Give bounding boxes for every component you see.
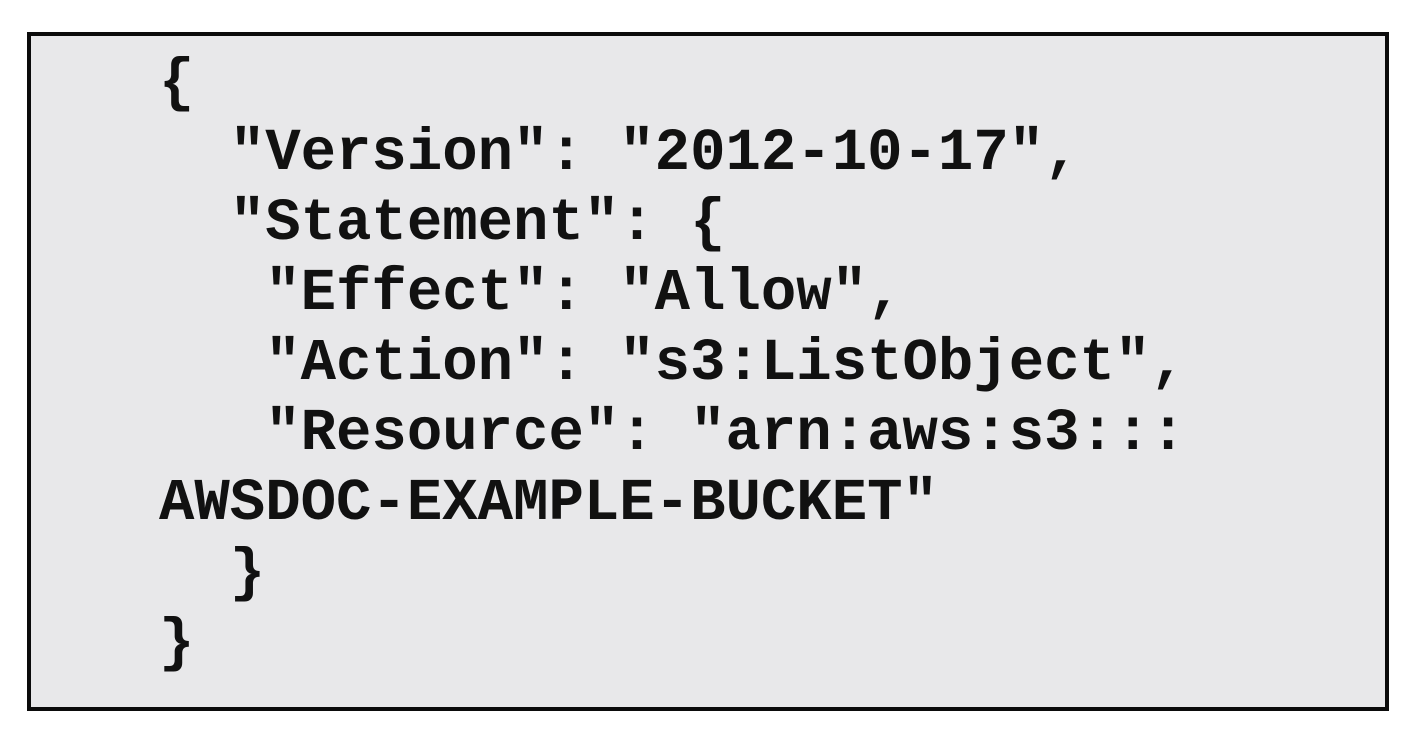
policy-json-code: { "Version": "2012-10-17", "Statement": …: [31, 36, 1385, 699]
policy-code-block: { "Version": "2012-10-17", "Statement": …: [27, 32, 1389, 711]
policy-json-text: { "Version": "2012-10-17", "Statement": …: [159, 50, 1186, 677]
